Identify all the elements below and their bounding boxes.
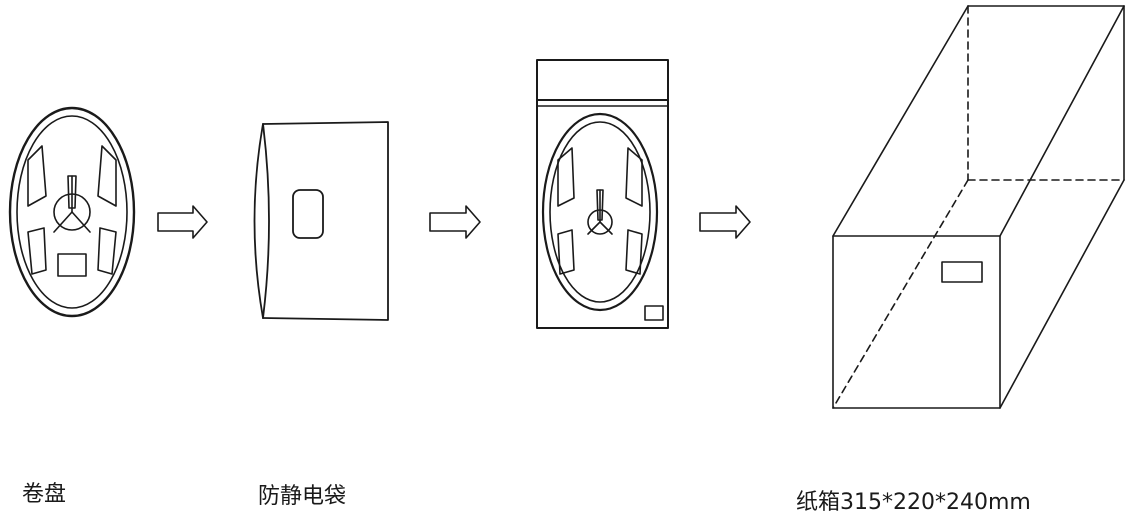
carton-label: 纸箱315*220*240mm (796, 490, 1031, 515)
right-arrow-icon (699, 205, 751, 239)
reel-icon (8, 106, 136, 318)
right-arrow-icon (429, 205, 481, 239)
antistatic-bag-label: 防静电袋 (258, 484, 347, 509)
reel-in-bag-icon (536, 59, 669, 329)
antistatic-bag-icon (253, 121, 389, 321)
reel-label: 卷盘 (22, 482, 67, 507)
carton-box-icon (832, 5, 1125, 409)
right-arrow-icon (157, 205, 208, 239)
